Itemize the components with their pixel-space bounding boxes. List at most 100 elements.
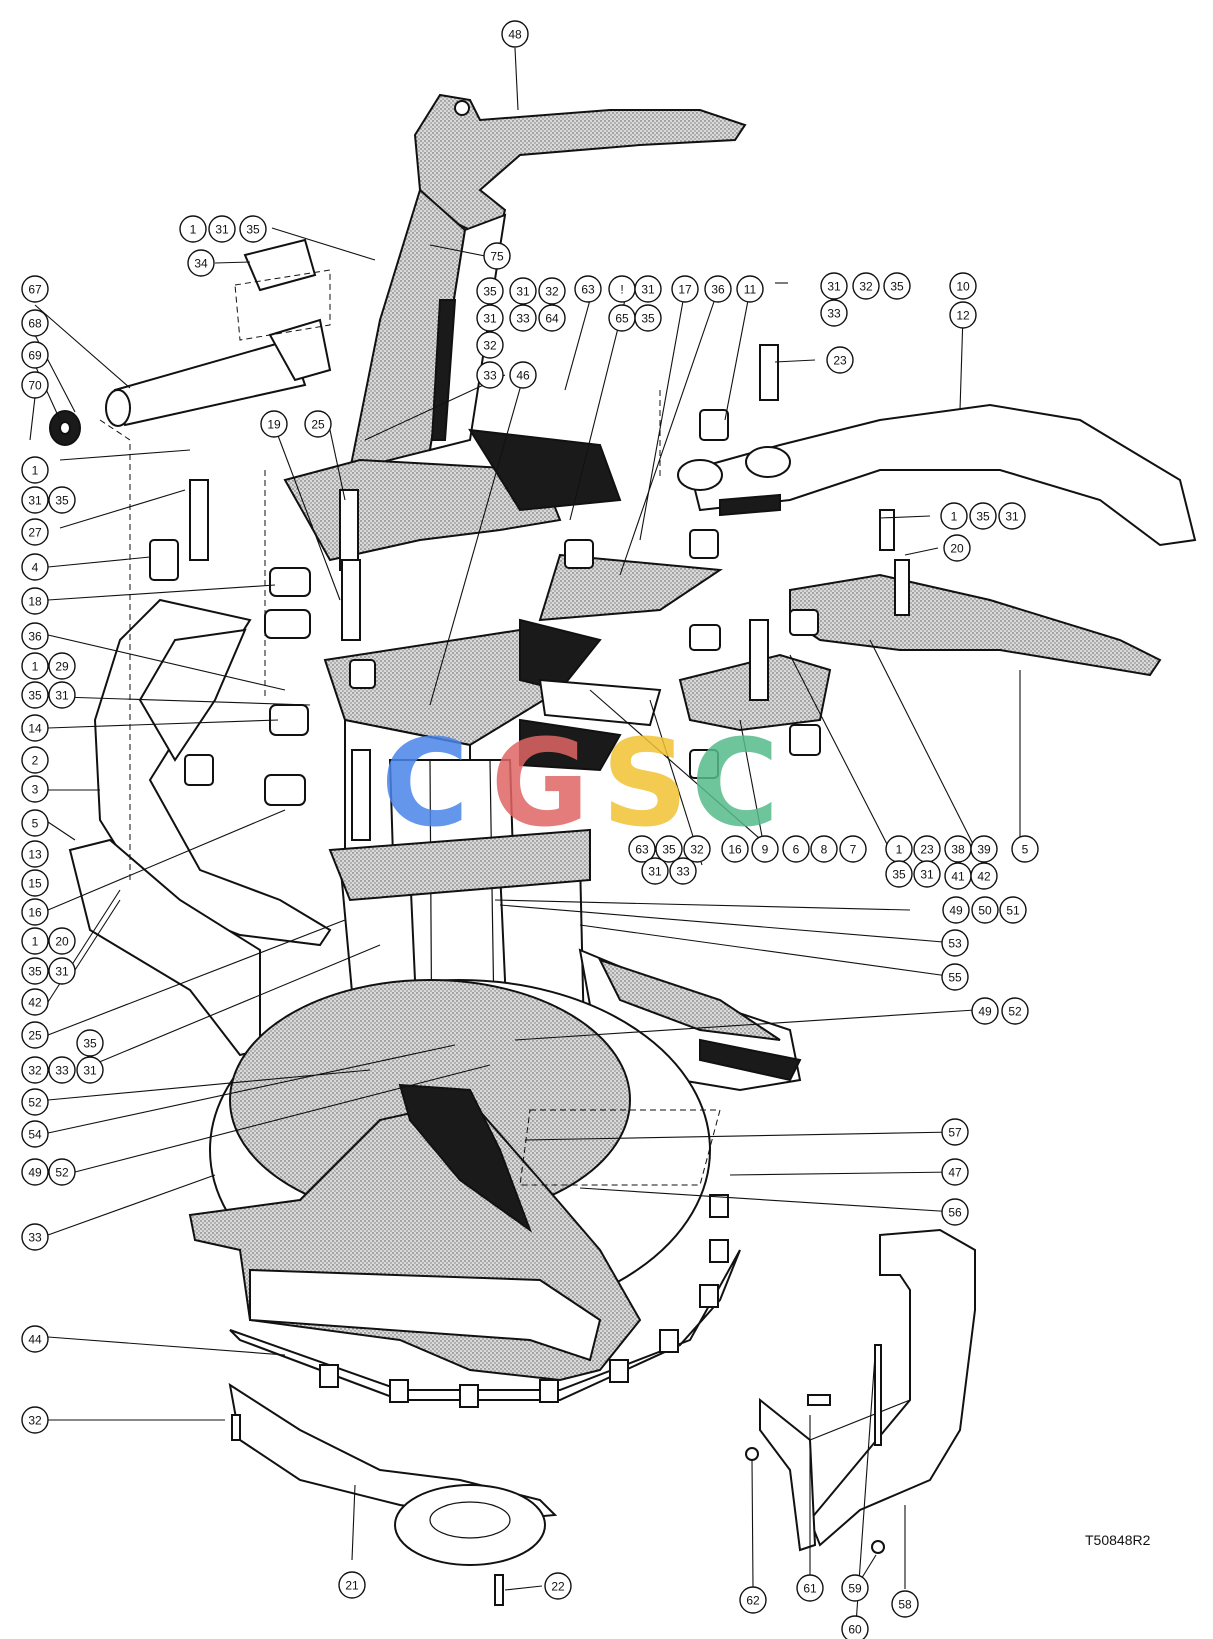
- callout-label: 1: [190, 223, 197, 237]
- callout-1: 1: [21, 456, 49, 484]
- callout-1: 1: [21, 927, 49, 955]
- callout-label: 20: [55, 935, 69, 949]
- callout-label: 42: [977, 870, 991, 884]
- callout-label: 31: [28, 494, 42, 508]
- callout-label: 32: [545, 285, 559, 299]
- callout-33: 33: [48, 1056, 76, 1084]
- callout-10: 10: [949, 272, 977, 300]
- callout-label: 5: [1022, 843, 1029, 857]
- callout-35: 35: [48, 486, 76, 514]
- callout-label: 32: [483, 339, 497, 353]
- callout-label: 19: [267, 418, 281, 432]
- callout-label: 21: [345, 1579, 359, 1593]
- callout-31: 31: [76, 1056, 104, 1084]
- callout-label: 16: [28, 906, 42, 920]
- callout-35: 35: [655, 835, 683, 863]
- callout-31: 31: [820, 272, 848, 300]
- callout-20: 20: [48, 927, 76, 955]
- callout-label: 35: [976, 510, 990, 524]
- callout-label: 35: [28, 965, 42, 979]
- callout-label: 16: [728, 843, 742, 857]
- callout-31: 31: [509, 277, 537, 305]
- gear-housing-bottom: [328, 828, 591, 902]
- callout-65: 65: [608, 304, 636, 332]
- callout-label: 52: [55, 1166, 69, 1180]
- callout-59: 59: [841, 1574, 869, 1602]
- callout-label: 10: [956, 280, 970, 294]
- callout-63: 63: [574, 275, 602, 303]
- callout-64: 64: [538, 304, 566, 332]
- callout-label: 63: [635, 843, 649, 857]
- callout-31: 31: [634, 275, 662, 303]
- callout-label: 35: [246, 223, 260, 237]
- callout-52: 52: [1001, 997, 1029, 1025]
- callout-75: 75: [483, 242, 511, 270]
- callout-label: 1: [32, 660, 39, 674]
- callout-38: 38: [944, 835, 972, 863]
- callout-70: 70: [21, 371, 49, 399]
- callout-31: 31: [998, 502, 1026, 530]
- callout-22: 22: [544, 1572, 572, 1600]
- callout-label: 42: [28, 996, 42, 1010]
- callout-33: 33: [820, 299, 848, 327]
- callout-label: 67: [28, 283, 42, 297]
- callout-36: 36: [21, 622, 49, 650]
- callout-label: 2: [32, 754, 39, 768]
- callout-14: 14: [21, 714, 49, 742]
- callout-1: 1: [940, 502, 968, 530]
- callout-52: 52: [48, 1158, 76, 1186]
- callout-label: 70: [28, 379, 42, 393]
- callout-label: 33: [55, 1064, 69, 1078]
- callout-16: 16: [721, 835, 749, 863]
- callout-label: 27: [28, 526, 42, 540]
- callout-label: 35: [55, 494, 69, 508]
- callout-35: 35: [21, 957, 49, 985]
- callout-62: 62: [739, 1586, 767, 1614]
- lower-plate: [323, 628, 562, 747]
- callout-label: 51: [1006, 904, 1020, 918]
- callout-35: 35: [885, 860, 913, 888]
- callout-18: 18: [21, 587, 49, 615]
- callout-label: 49: [978, 1005, 992, 1019]
- callout-label: 31: [1005, 510, 1019, 524]
- callout-49: 49: [942, 896, 970, 924]
- callout-label: 50: [978, 904, 992, 918]
- callout-31: 31: [208, 215, 236, 243]
- callout-label: 31: [483, 312, 497, 326]
- callout-label: 64: [545, 312, 559, 326]
- callout-35: 35: [476, 277, 504, 305]
- callout-label: 52: [1008, 1005, 1022, 1019]
- callout-31: 31: [21, 486, 49, 514]
- callout-5: 5: [21, 809, 49, 837]
- callout-53: 53: [941, 929, 969, 957]
- callout-60: 60: [841, 1615, 869, 1639]
- callout-label: 31: [641, 283, 655, 297]
- callout-label: 33: [827, 307, 841, 321]
- middle-plate: [538, 553, 723, 622]
- callout-49: 49: [21, 1158, 49, 1186]
- callout-x: !: [608, 275, 636, 303]
- bottom-disk: [394, 1484, 546, 1566]
- callout-58: 58: [891, 1590, 919, 1618]
- pins: [189, 344, 910, 841]
- watermark-letter: S: [602, 715, 688, 854]
- callout-label: 75: [490, 250, 504, 264]
- right-upper-lever: [688, 403, 1197, 547]
- callout-31: 31: [476, 304, 504, 332]
- callout-31: 31: [913, 860, 941, 888]
- callout-2: 2: [21, 746, 49, 774]
- callout-label: 25: [28, 1029, 42, 1043]
- callout-1: 1: [885, 835, 913, 863]
- callout-23: 23: [913, 835, 941, 863]
- callout-19: 19: [260, 410, 288, 438]
- drawing-number: T50848R2: [1085, 1532, 1151, 1548]
- callout-63: 63: [628, 835, 656, 863]
- callout-label: 23: [833, 354, 847, 368]
- callout-label: 34: [194, 257, 208, 271]
- callout-label: 4: [32, 561, 39, 575]
- callout-label: 56: [948, 1206, 962, 1220]
- right-mid-lever: [789, 573, 1162, 677]
- callout-11: 11: [736, 275, 764, 303]
- callout-label: 47: [948, 1166, 962, 1180]
